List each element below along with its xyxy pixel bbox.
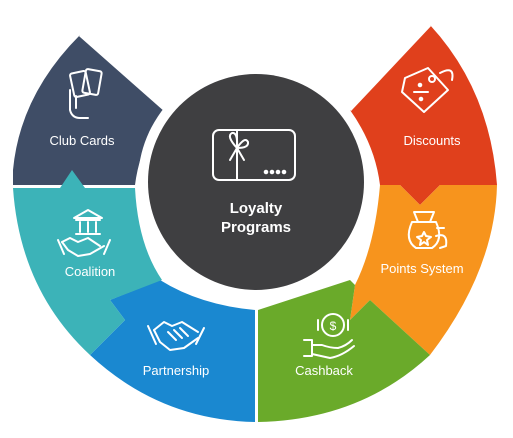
segment-coalition — [13, 170, 162, 355]
segment-label-coalition: Coalition — [65, 264, 116, 279]
gift-card-icon — [212, 129, 296, 181]
hand-holding-cards-icon — [69, 68, 103, 119]
segment-points-system — [350, 185, 497, 355]
hub-title-line2: Programs — [221, 219, 291, 236]
segment-club-cards — [13, 35, 165, 185]
hand-coin-icon: $ — [303, 313, 355, 359]
discount-tag-icon — [401, 67, 454, 113]
segment-label-partnership: Partnership — [143, 363, 209, 378]
hub-title-line1: Loyalty — [230, 200, 283, 217]
money-bags-icon — [407, 211, 448, 249]
building-handshake-icon — [57, 209, 111, 257]
segment-label-points-system: Points System — [380, 261, 463, 276]
segment-label-club-cards: Club Cards — [49, 133, 115, 148]
handshake-icon — [147, 321, 205, 351]
segment-label-discounts: Discounts — [403, 133, 461, 148]
svg-text:$: $ — [330, 319, 337, 333]
segment-discounts — [350, 25, 497, 205]
segment-partnership — [90, 280, 255, 422]
segment-cashback — [258, 280, 430, 422]
segment-label-cashback: Cashback — [295, 363, 353, 378]
hub-circle — [148, 74, 364, 290]
